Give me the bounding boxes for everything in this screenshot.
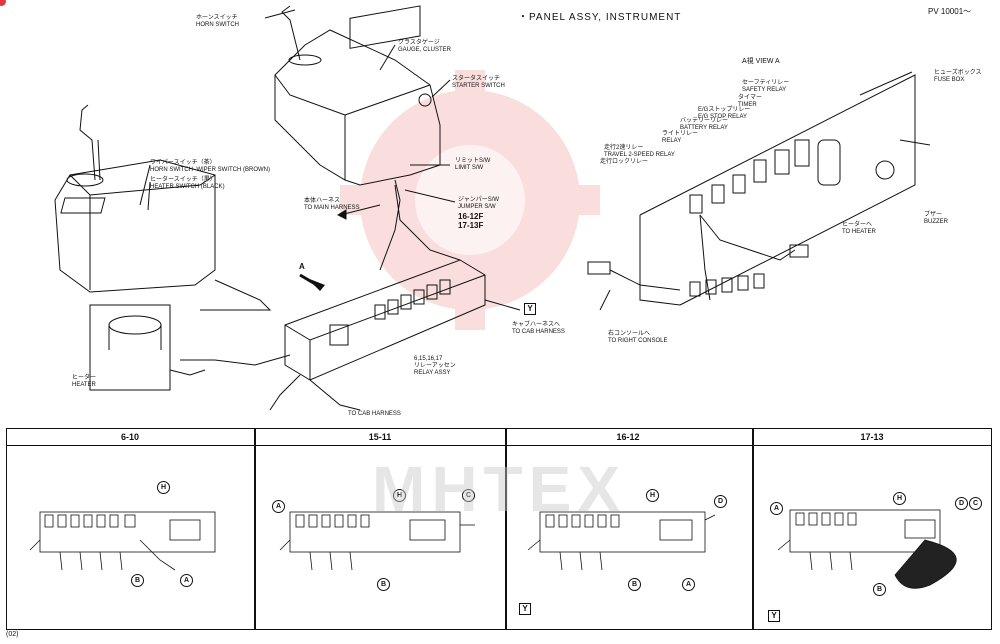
callout-b-6-10: B (131, 574, 144, 587)
corner-mark (0, 0, 6, 6)
page-code: (02) (6, 631, 19, 638)
callout-h-6-10: H (157, 481, 170, 494)
light-relay-label: ライトリレー RELAY (662, 131, 699, 144)
assembly-drawing (54, 5, 931, 411)
variant-17-13 (777, 509, 957, 589)
variant-15-11 (279, 511, 475, 571)
variant-panels-header-rule (6, 428, 992, 446)
relay-assembly (180, 184, 521, 411)
gauge-cluster-label: クラスタゲージ GAUGE, CLUSTER (398, 40, 452, 53)
variant-6-10 (29, 511, 216, 571)
callout-a-17-13: A (770, 502, 783, 515)
view-a-arrow (299, 273, 325, 291)
battery-relay-label: バッテリーリレー BATTERY RELAY (680, 118, 729, 131)
travel-relay-label: 走行2速リレー TRAVEL 2-SPEED RELAY (604, 145, 675, 158)
relay-assy-label: 6,15,16,17 リレーアッセン RELAY ASSY (414, 356, 456, 376)
timer-label: タイマー TIMER (738, 95, 763, 108)
page-title: ・PANEL ASSY, INSTRUMENT (518, 12, 682, 23)
y-tag-main: Y (524, 303, 536, 315)
starter-switch-label: スタータスイッチ STARTER SWITCH (452, 76, 505, 89)
heater-switch-label: ヒータースイッチ（黒） HEATER SWITCH (BLACK) (150, 177, 225, 190)
view-a-panel (587, 71, 931, 311)
callout-b-16-12: B (628, 578, 641, 591)
callout-h-17-13: H (893, 492, 906, 505)
fuse-box-label: ヒューズボックス FUSE BOX (934, 70, 982, 83)
heater-unit (89, 304, 206, 391)
view-a-label: A視 VIEW A (742, 58, 780, 65)
y-tag-16-12: Y (519, 603, 531, 615)
callout-b-15-11: B (377, 578, 390, 591)
panel-title-16-12: 16-12 (616, 432, 640, 442)
y-tag-17-13: Y (768, 610, 780, 622)
left-console (54, 104, 272, 311)
to-heater-label: ヒーターへ TO HEATER (842, 222, 876, 235)
jumper-codes: 16-12F 17-13F (458, 212, 484, 230)
callout-d-17-13: D (955, 497, 968, 510)
view-a-arrow-label: A (299, 262, 305, 271)
main-harness-arrow (339, 204, 381, 216)
travel-lock-relay-label: 走行ロックリレー (600, 159, 649, 165)
variant-16-12 (527, 511, 716, 571)
callout-c-17-13: C (969, 497, 982, 510)
limit-switch-label: リミットS/W LIMIT S/W (455, 158, 491, 171)
divider-3 (752, 428, 754, 630)
panel-title-17-13: 17-13 (860, 432, 884, 442)
main-harness-label: 本体ハーネス TO MAIN HARNESS (304, 198, 360, 211)
panel-title-15-11: 15-11 (368, 432, 392, 442)
horn-switch-label: ホーンスイッチ HORN SWITCH (196, 15, 239, 28)
callout-a-6-10: A (180, 574, 193, 587)
callout-a-15-11: A (272, 500, 285, 513)
callout-c-15-11: C (462, 489, 475, 502)
safety-relay-label: セーフティリレー SAFETY RELAY (742, 80, 790, 93)
buzzer-label: ブザー BUZZER (924, 212, 948, 225)
callout-d-16-12: D (714, 495, 727, 508)
serial-range: PV 10001～ (928, 7, 972, 16)
right-console-label: 右コンソールへ TO RIGHT CONSOLE (608, 331, 668, 344)
callout-h-16-12: H (646, 489, 659, 502)
divider-1 (254, 428, 256, 630)
panel-title-6-10: 6-10 (120, 432, 140, 442)
cab-harness-label-2: TO CAB HARNESS (348, 411, 401, 417)
callout-a-16-12: A (682, 578, 695, 591)
heater-label: ヒーター HEATER (72, 375, 97, 388)
cab-harness-label-1: キャブハーネスへ TO CAB HARNESS (512, 322, 565, 335)
stop-relay-label: E/Gストップリレー E/G STOP RELAY (698, 107, 751, 120)
callout-b-17-13: B (873, 583, 886, 596)
wiper-horn-switch-label: ワイパースイッチ（茶） HORN SWITCH WIPER SWITCH (BR… (150, 160, 270, 173)
watermark-text: MHTEX (372, 453, 626, 525)
jumper-switch-label: ジャンパーS/W JUMPER S/W (458, 197, 500, 210)
divider-2 (505, 428, 507, 630)
callout-h-15-11: H (393, 489, 406, 502)
